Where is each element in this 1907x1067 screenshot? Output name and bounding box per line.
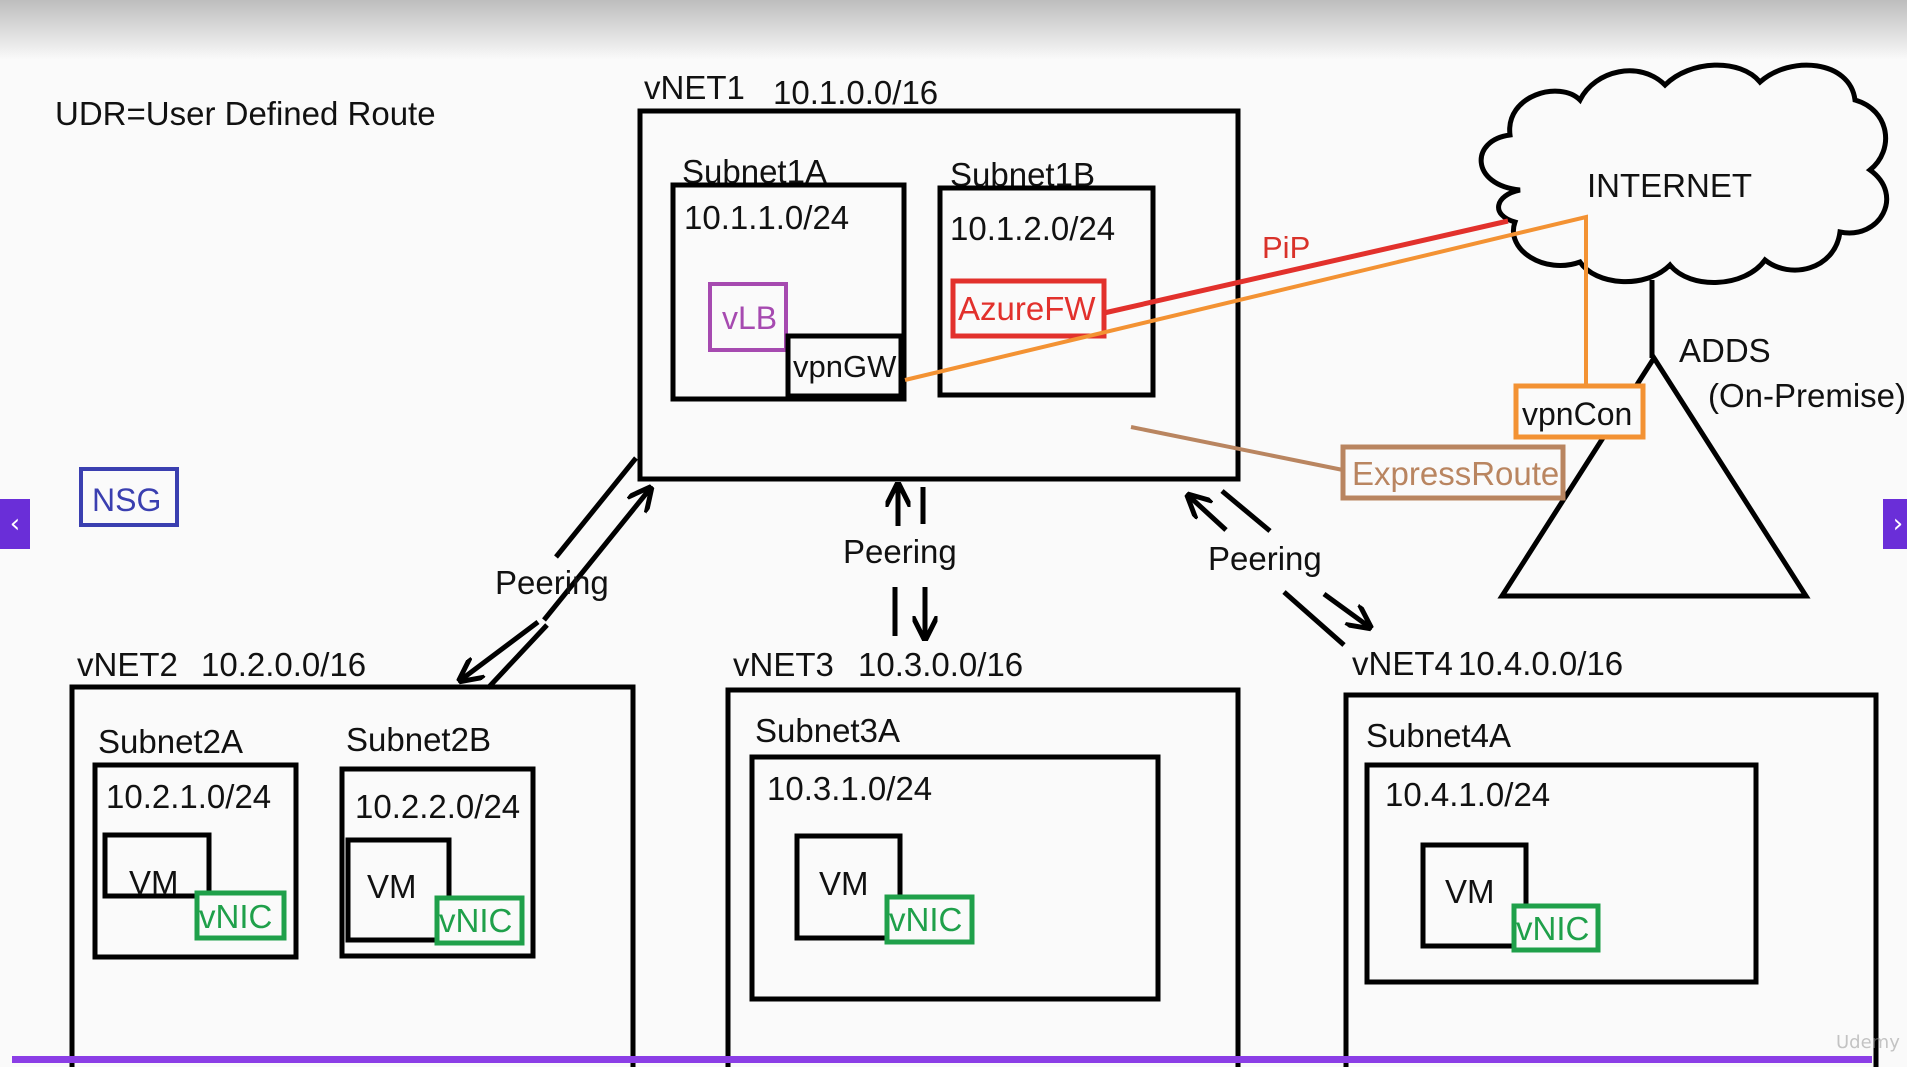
- peering-left-arrows: [462, 456, 649, 690]
- vpncon-box: [1513, 383, 1646, 440]
- vnet2-group: vNET2 10.2.0.0/16 Subnet2A 10.2.1.0/24 V…: [69, 646, 636, 1067]
- next-slide-button[interactable]: ›: [1883, 499, 1907, 549]
- top-shadow: [0, 0, 1907, 60]
- azurefw-label: AzureFW: [958, 290, 1096, 327]
- vm2a-label: VM: [129, 864, 179, 901]
- internet-cloud: INTERNET: [1478, 62, 1890, 285]
- onprem-triangle: [1497, 353, 1811, 599]
- subnet1a-cidr: 10.1.1.0/24: [684, 199, 849, 236]
- vnic2a-box: [194, 890, 287, 941]
- nsg-label: NSG: [92, 482, 161, 518]
- vnic2a-label: vNIC: [199, 898, 272, 935]
- vnet2-box: [69, 684, 636, 1067]
- vnet1-cidr: 10.1.0.0/16: [773, 74, 938, 111]
- vnet4-group: vNET4 10.4.0.0/16 Subnet4A 10.4.1.0/24 V…: [1343, 645, 1879, 1067]
- vnet4-cidr: 10.4.0.0/16: [1458, 645, 1623, 682]
- vnet4-name: vNET4: [1352, 645, 1453, 682]
- vnic2b-label: vNIC: [439, 902, 512, 939]
- subnet2b-name: Subnet2B: [346, 721, 491, 758]
- vnet2-cidr: 10.2.0.0/16: [201, 646, 366, 683]
- vnic4a-label: vNIC: [1516, 910, 1589, 947]
- subnet3a-name: Subnet3A: [755, 712, 900, 749]
- udemy-watermark: Udemy: [1836, 1032, 1900, 1053]
- video-progress-bar[interactable]: [12, 1056, 1872, 1063]
- vnet3-cidr: 10.3.0.0/16: [858, 646, 1023, 683]
- expressroute-box: [1340, 444, 1566, 501]
- vm2b-label: VM: [367, 868, 417, 905]
- peering-right-arrows: [1190, 489, 1368, 647]
- expressroute-line: [1130, 425, 1344, 472]
- subnet4a-cidr: 10.4.1.0/24: [1385, 776, 1550, 813]
- vpn-route-line: [904, 214, 1588, 390]
- vnic4a-box: [1511, 903, 1601, 953]
- vnet3-group: vNET3 10.3.0.0/16 Subnet3A 10.3.1.0/24 V…: [725, 646, 1241, 1067]
- nsg-legend: NSG: [79, 467, 179, 527]
- subnet3a-box: [749, 754, 1161, 1002]
- previous-slide-button[interactable]: ‹: [0, 499, 30, 549]
- vm4a-box: [1420, 842, 1529, 949]
- vnic3a-label: vNIC: [889, 901, 962, 938]
- subnet4a-name: Subnet4A: [1366, 717, 1511, 754]
- vpngw-label: vpnGW: [793, 349, 897, 384]
- subnet2a-name: Subnet2A: [98, 723, 243, 760]
- onprem-label: (On-Premise): [1708, 377, 1906, 414]
- internet-label: INTERNET: [1587, 167, 1752, 204]
- udr-legend-text: UDR=User Defined Route: [55, 95, 436, 132]
- vpngw-box: [785, 333, 904, 399]
- vnet1-box: [637, 108, 1241, 482]
- vm3a-label: VM: [819, 865, 869, 902]
- adds-label: ADDS: [1679, 332, 1771, 369]
- subnet2b-box: [339, 766, 536, 959]
- vm2a-box: [102, 832, 212, 899]
- vnet3-box: [725, 687, 1241, 1067]
- vnet4-box: [1343, 692, 1879, 1067]
- subnet2a-cidr: 10.2.1.0/24: [106, 778, 271, 815]
- vlb-label: vLB: [722, 300, 777, 336]
- vlb-box: [708, 282, 788, 352]
- vm4a-label: VM: [1445, 873, 1495, 910]
- vnic2b-box: [434, 895, 525, 946]
- vm2b-box: [345, 837, 452, 943]
- vnet2-name: vNET2: [77, 646, 178, 683]
- vnic3a-box: [884, 894, 975, 945]
- subnet2a-box: [92, 762, 299, 960]
- pip-label: PiP: [1262, 230, 1310, 265]
- subnet4a-box: [1364, 762, 1759, 985]
- subnet1b-cidr: 10.1.2.0/24: [950, 210, 1115, 247]
- vm3a-box: [794, 833, 903, 941]
- vnet1-group: vNET1 10.1.0.0/16 Subnet1A 10.1.1.0/24 v…: [637, 69, 1241, 482]
- vnet1-name: vNET1: [644, 69, 745, 106]
- vnet3-name: vNET3: [733, 646, 834, 683]
- subnet3a-cidr: 10.3.1.0/24: [767, 770, 932, 807]
- azurefw-box: [950, 278, 1107, 339]
- peering-left-label: Peering: [495, 564, 609, 601]
- expressroute-label: ExpressRoute: [1352, 455, 1559, 492]
- pip-route-line: [1103, 218, 1509, 316]
- subnet1a-box: [670, 182, 907, 402]
- subnet2b-cidr: 10.2.2.0/24: [355, 788, 520, 825]
- peering-center-label: Peering: [843, 533, 957, 570]
- vpncon-label: vpnCon: [1522, 396, 1632, 432]
- peering-right-label: Peering: [1208, 540, 1322, 577]
- subnet1b-box: [937, 185, 1156, 398]
- peering-center-arrows: [895, 487, 925, 636]
